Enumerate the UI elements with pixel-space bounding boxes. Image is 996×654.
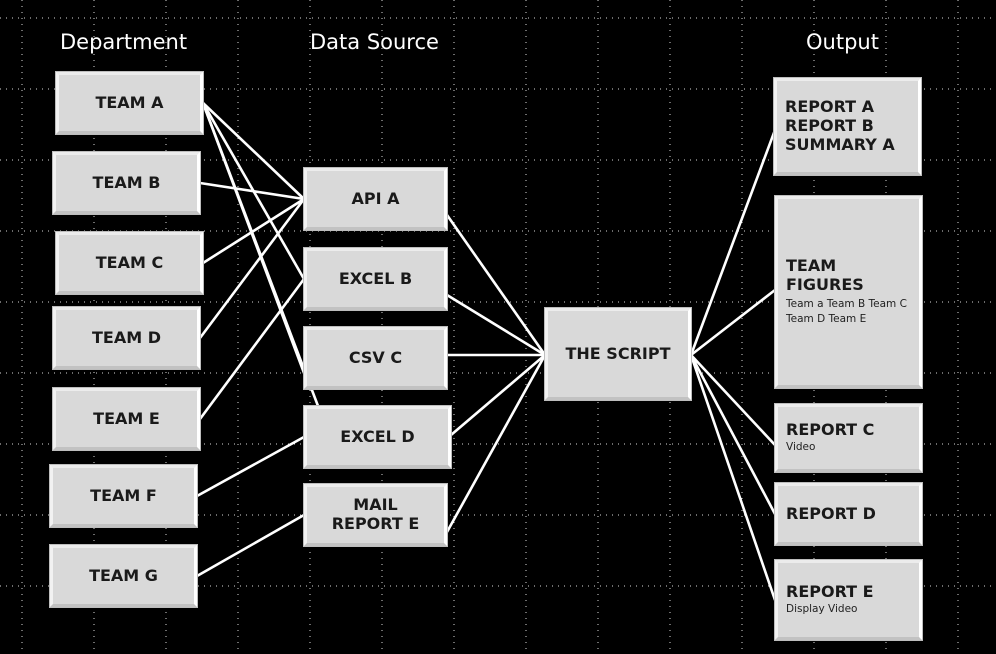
team-f-label: TEAM F [90,485,157,505]
team-e-label: TEAM E [93,408,160,428]
node-report-ab-summary[interactable]: REPORT A REPORT B SUMMARY A [774,78,921,175]
team-figures-sublabel: Team a Team B Team C Team D Team E [786,297,907,325]
report-c-sublabel: Video [786,440,816,453]
edge-team-c-to-api-a [201,197,306,265]
edge-team-f-to-excel-d [195,435,306,498]
edge-team-a-to-excel-b [201,101,306,281]
node-excel-d[interactable]: EXCEL D [304,406,451,468]
node-team-d[interactable]: TEAM D [53,307,200,369]
edge-excel-b-to-the-script [445,293,547,357]
csv-c-label: CSV C [348,347,403,367]
team-d-label: TEAM D [92,327,161,347]
node-csv-c[interactable]: CSV C [304,327,447,389]
edge-team-g-to-mail-report-e [195,513,306,578]
team-g-label: TEAM G [89,565,158,585]
the-script-label: THE SCRIPT [565,343,671,363]
node-api-a[interactable]: API A [304,168,447,230]
team-c-label: TEAM C [95,252,164,272]
edge-excel-d-to-the-script [449,353,547,437]
team-figures-label: TEAM FIGURES [786,256,864,295]
edge-team-a-to-csv-c [201,101,312,391]
edge-the-script-to-team-figures [689,288,777,357]
node-report-d[interactable]: REPORT D [775,483,922,545]
edge-mail-report-e-to-the-script [445,353,547,534]
edge-team-a-to-api-a [201,101,306,201]
column-title-department: Department [60,30,188,54]
column-title-data-source: Data Source [310,30,439,54]
excel-d-label: EXCEL D [340,426,415,446]
mail-report-e-label: MAIL REPORT E [331,495,420,533]
node-excel-b[interactable]: EXCEL B [304,248,447,310]
edge-the-script-to-report-ab-summary [689,128,777,357]
api-a-label: API A [351,188,400,208]
edge-api-a-to-the-script [445,213,547,357]
node-mail-report-e[interactable]: MAIL REPORT E [304,484,447,546]
edge-the-script-to-report-d [689,353,777,516]
edge-team-d-to-api-a [198,197,306,340]
team-b-label: TEAM B [92,172,161,192]
team-a-label: TEAM A [95,92,164,112]
node-team-c[interactable]: TEAM C [56,232,203,294]
edge-the-script-to-report-c [689,353,777,447]
report-d-label: REPORT D [786,503,876,523]
node-team-f[interactable]: TEAM F [50,465,197,527]
edge-team-e-to-excel-b [198,277,306,421]
node-team-a[interactable]: TEAM A [56,72,203,134]
report-e-label: REPORT E [786,582,874,602]
edge-team-a-to-excel-d [201,101,320,408]
node-team-g[interactable]: TEAM G [50,545,197,607]
node-team-e[interactable]: TEAM E [53,388,200,450]
report-c-label: REPORT C [786,420,875,440]
column-title-output: Output [806,30,879,54]
node-the-script[interactable]: THE SCRIPT [545,308,691,400]
edge-the-script-to-report-e [689,353,777,602]
report-e-sublabel: Display Video [786,602,858,615]
report-ab-summary-label: REPORT A REPORT B SUMMARY A [785,97,895,154]
edge-team-b-to-api-a [198,181,306,201]
node-team-b[interactable]: TEAM B [53,152,200,214]
excel-b-label: EXCEL B [338,268,413,288]
